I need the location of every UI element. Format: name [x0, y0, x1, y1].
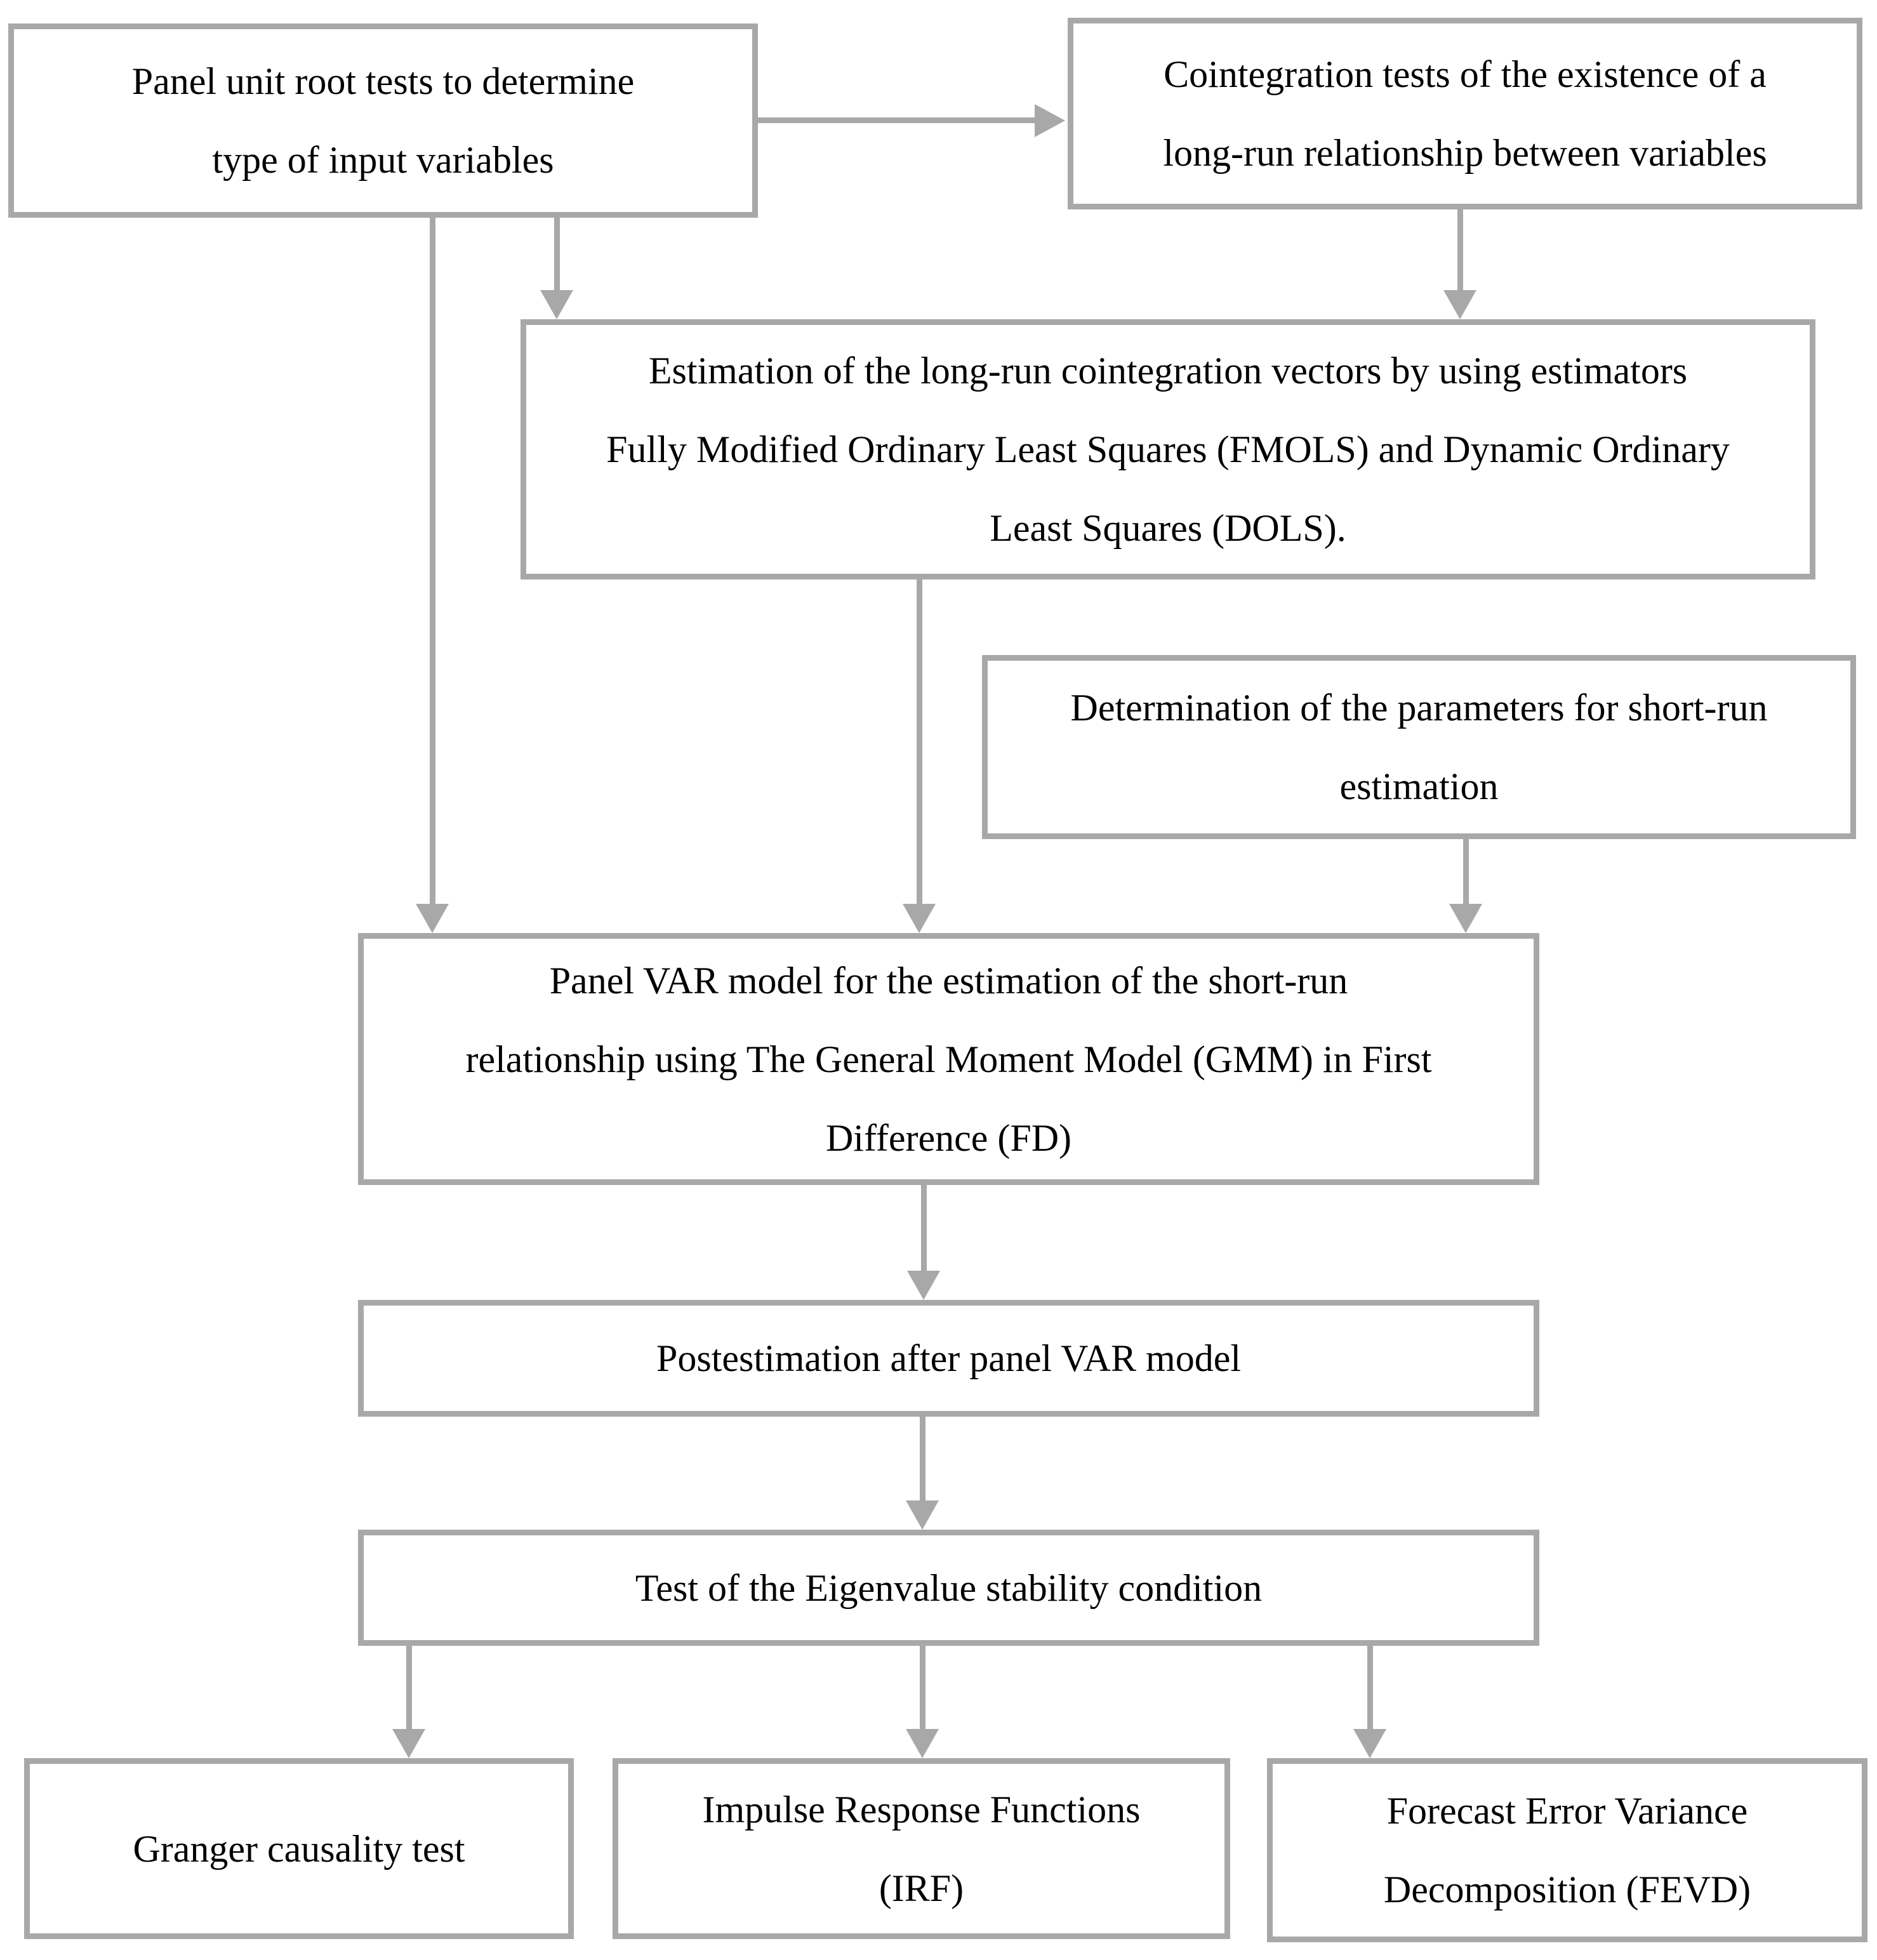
flow-box-fevd: Forecast Error Variance Decomposition (F…: [1267, 1758, 1867, 1942]
connector-panelvar-to-postestimation-arrowhead-icon: [907, 1271, 940, 1300]
flow-box-panel-unit-root-label: Panel unit root tests to determine type …: [131, 60, 635, 181]
connector-unitroot-to-estimation-arrowhead-icon: [540, 290, 573, 319]
flow-box-granger: Granger causality test: [24, 1758, 574, 1939]
flow-box-irf: Impulse Response Functions (IRF): [613, 1758, 1230, 1939]
flow-box-determination-label: Determination of the parameters for shor…: [1070, 687, 1768, 807]
flow-box-irf-label: Impulse Response Functions (IRF): [702, 1788, 1141, 1909]
connector-determination-to-panelvar-arrowhead-icon: [1449, 904, 1482, 933]
flow-box-postestimation-label: Postestimation after panel VAR model: [656, 1337, 1241, 1379]
connector-eigenvalue-to-granger-line: [406, 1646, 412, 1729]
connector-eigenvalue-to-granger-arrowhead-icon: [392, 1729, 425, 1758]
flow-box-granger-label: Granger causality test: [133, 1827, 465, 1870]
connector-postestimation-to-eigenvalue-arrowhead-icon: [906, 1500, 939, 1530]
connector-panelvar-to-postestimation-line: [921, 1185, 927, 1271]
flow-box-panel-var-label: Panel VAR model for the estimation of th…: [465, 959, 1432, 1159]
connector-estimation-to-panelvar-arrowhead-icon: [903, 904, 936, 933]
flow-box-determination: Determination of the parameters for shor…: [982, 655, 1856, 839]
connector-cointegration-to-estimation-line: [1457, 209, 1463, 290]
flow-box-fevd-label: Forecast Error Variance Decomposition (F…: [1383, 1790, 1751, 1910]
connector-unitroot-to-cointegration-line: [758, 117, 1037, 123]
flow-box-eigenvalue-label: Test of the Eigenvalue stability conditi…: [635, 1566, 1263, 1609]
connector-postestimation-to-eigenvalue-line: [920, 1417, 925, 1500]
connector-eigenvalue-to-irf-line: [920, 1646, 925, 1729]
flow-box-estimation-label: Estimation of the long-run cointegration…: [606, 350, 1730, 549]
flow-box-estimation: Estimation of the long-run cointegration…: [521, 319, 1815, 579]
flow-box-cointegration-label: Cointegration tests of the existence of …: [1163, 53, 1767, 174]
connector-unitroot-to-cointegration-arrowhead-icon: [1035, 104, 1065, 137]
flow-box-cointegration: Cointegration tests of the existence of …: [1068, 18, 1862, 209]
connector-estimation-to-panelvar-line: [917, 579, 922, 904]
flow-box-panel-var: Panel VAR model for the estimation of th…: [358, 933, 1539, 1185]
connector-unitroot-to-panelvar-line: [430, 218, 435, 904]
flow-box-panel-unit-root: Panel unit root tests to determine type …: [8, 23, 758, 218]
connector-eigenvalue-to-fevd-arrowhead-icon: [1353, 1729, 1386, 1758]
connector-unitroot-to-estimation-line: [554, 218, 560, 290]
connector-determination-to-panelvar-line: [1463, 839, 1469, 904]
connector-eigenvalue-to-irf-arrowhead-icon: [906, 1729, 939, 1758]
connector-cointegration-to-estimation-arrowhead-icon: [1443, 290, 1476, 319]
flow-box-postestimation: Postestimation after panel VAR model: [358, 1300, 1539, 1417]
flow-box-eigenvalue: Test of the Eigenvalue stability conditi…: [358, 1530, 1539, 1646]
connector-unitroot-to-panelvar-arrowhead-icon: [416, 904, 449, 933]
connector-eigenvalue-to-fevd-line: [1367, 1646, 1373, 1729]
